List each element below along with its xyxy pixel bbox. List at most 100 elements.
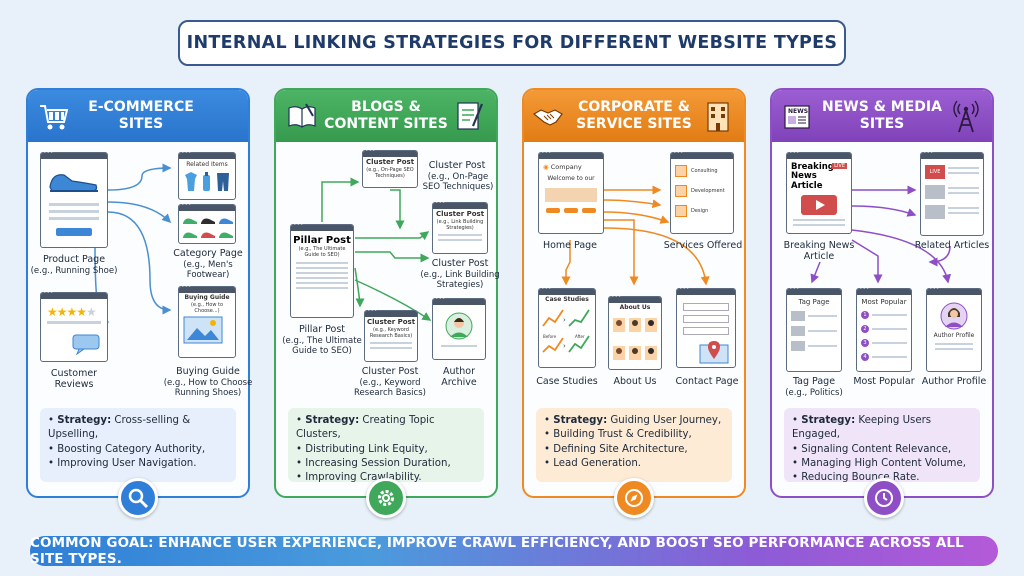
clock-icon [875,489,893,507]
strategy-item: Building Trust & Credibility, [553,429,692,441]
about-us-card[interactable]: About Us [608,293,662,370]
strategy-label: Strategy: [305,415,360,426]
apparel-icon [185,171,229,191]
panel-corporate-title-line: SERVICE SITES [576,116,692,132]
strategy-item: Lead Generation. [553,457,642,469]
strategy-item: Reducing Bounce Rate. [801,472,920,484]
ecommerce-strategy: • Strategy: Cross-selling & Upselling, •… [40,408,236,482]
product-page-title: Product Page [42,254,106,265]
home-card-welcome: Welcome to our [547,175,595,182]
breaking-news-card-label: Breaking News Article [791,162,834,191]
tag-page-title: Tag Page [792,376,836,387]
author-profile-title: Author Profile [921,376,987,387]
services-offered-title: Services Offered [663,240,743,251]
live-badge: LIVE [832,163,847,169]
cluster-post-card-2[interactable]: Cluster Post (e.g., Link Building Strate… [432,199,488,254]
tag-page-sub: (e.g., Politics) [785,388,843,398]
panel-corporate-title: CORPORATE & SERVICE SITES [542,99,726,134]
panel-blogs-title-line: CONTENT SITES [324,116,448,132]
service-item: Design [691,208,709,214]
buying-guide-card-sub: (e.g., How to Choose...) [190,301,224,314]
common-goal-banner: COMMON GOAL: ENHANCE USER EXPERIENCE, IM… [30,535,998,567]
pillar-post-card[interactable]: Pillar Post (e.g., The Ultimate Guide to… [290,221,354,318]
after-label: After [575,334,585,339]
breaking-news-card[interactable]: LIVE Breaking News Article [786,149,852,234]
about-us-card-label: About Us [619,304,651,311]
cluster-post-card-3[interactable]: Cluster Post (e.g., Keyword Research Bas… [364,307,418,362]
category-page-sub: (e.g., Men's Footwear) [183,260,233,281]
related-items-card-label: Related Items [186,161,228,168]
cluster-post-card-sub: (e.g., On-Page SEO Techniques) [366,166,414,179]
service-item: Development [691,188,725,194]
tag-page-card-label: Tag Page [798,298,830,306]
strategy-item: Guiding User Journey, [610,415,722,426]
product-page-card[interactable] [40,149,108,248]
author-archive-title: Author Archive [441,366,477,389]
case-studies-title: Case Studies [536,376,598,387]
home-page-card[interactable]: ◉ Company Welcome to our [538,149,604,234]
svg-text:›: › [563,316,566,324]
cluster-post-1-sub: (e.g., On-Page SEO Techniques) [422,172,494,193]
category-page-card[interactable] [178,201,236,244]
add-to-cart-button[interactable] [56,228,92,236]
panel-ecommerce-title: E-COMMERCE SITES [88,98,194,133]
cluster-post-card-label: Cluster Post [365,158,415,166]
about-us-title: About Us [613,376,657,387]
image-placeholder-icon [183,316,223,344]
svg-text:›: › [563,342,566,350]
cluster-post-3-title: Cluster Post [361,366,419,377]
panel-news-header: NEWS NEWS & MEDIA SITES [772,90,992,142]
case-studies-card[interactable]: Case Studies › › Before After [538,285,596,368]
cluster-post-3-sub: (e.g., Keyword Research Basics) [354,378,426,399]
author-profile-card-label: Author Profile [933,332,975,339]
shoes-grid-icon [183,218,233,238]
cluster-post-2-sub: (e.g., Link Building Strategies) [420,270,500,291]
gear-icon [378,490,394,506]
shopping-cart-icon [40,105,69,130]
strategy-label: Strategy: [801,415,856,426]
gear-badge [366,478,406,518]
live-thumb: LIVE [925,165,945,179]
most-popular-title: Most Popular [853,376,915,387]
cluster-post-card-label: Cluster Post [435,210,485,218]
buying-guide-card-label: Buying Guide [184,294,230,301]
strategy-item: Boosting Category Authority, [57,443,206,455]
cluster-post-card-1[interactable]: Cluster Post (e.g., On-Page SEO Techniqu… [362,147,418,188]
growth-chart-icon: › › [542,309,590,353]
chat-bubble-icon [72,334,100,355]
strategy-item: Signaling Content Relevance, [801,443,952,455]
customer-reviews-card[interactable]: ★★★★★ [40,289,108,362]
author-avatar-icon [445,312,473,340]
home-card-company: Company [550,163,582,171]
strategy-item: Keeping Users Engaged, [792,415,932,441]
author-archive-card[interactable] [432,295,486,360]
author-profile-card[interactable]: Author Profile [926,285,982,372]
office-building-icon [707,102,729,132]
panel-blogs-title-line: BLOGS & [351,98,421,115]
strategy-item: Increasing Session Duration, [305,457,451,469]
related-articles-card[interactable]: LIVE [920,149,984,236]
cluster-post-2-title: Cluster Post [431,258,489,269]
home-page-title: Home Page [542,240,598,251]
map-pin-icon [699,341,729,364]
panel-corporate-header: CORPORATE & SERVICE SITES [524,90,744,142]
panel-corporate-title-line: CORPORATE & [578,98,690,115]
related-items-card[interactable]: Related Items [178,149,236,200]
contact-page-card[interactable] [676,285,736,368]
tag-page-card[interactable]: Tag Page [786,285,842,372]
services-offered-card[interactable]: Consulting Development Design [670,149,734,234]
most-popular-card[interactable]: Most Popular 1 2 3 4 [856,285,912,372]
before-label: Before [543,334,557,339]
running-shoe-icon [49,174,98,192]
author-avatar-icon [940,302,968,330]
cluster-post-card-label: Cluster Post [366,318,416,326]
news-strategy: • Strategy: Keeping Users Engaged, • Sig… [784,408,980,484]
strategy-item: Managing High Content Volume, [801,457,966,469]
buying-guide-card[interactable]: Buying Guide (e.g., How to Choose...) [178,283,236,358]
product-page-sub: (e.g., Running Shoe) [30,266,118,276]
team-photos-icon [613,317,657,360]
strategy-item: Cross-selling & Upselling, [48,415,191,441]
breaking-news-title: Breaking News Article [783,240,855,263]
related-articles-title: Related Articles [914,240,990,251]
open-book-icon [288,103,316,128]
